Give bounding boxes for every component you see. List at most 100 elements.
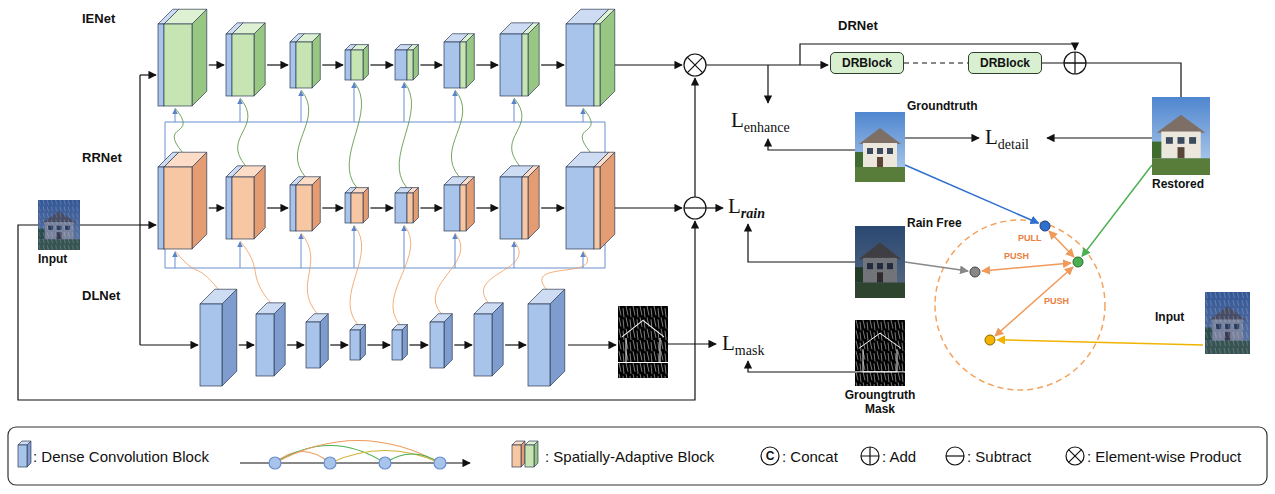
block-front [392, 330, 402, 360]
loss-term: Lmask [722, 331, 764, 356]
wire [905, 137, 979, 138]
wire [322, 207, 343, 208]
legend-text: : Concat [782, 448, 838, 465]
block-front [500, 177, 522, 239]
loss-term: Ldetail [985, 125, 1029, 150]
embedding-dot [1073, 257, 1083, 267]
legend-text: : Spatially-Adaptive Block [545, 448, 714, 465]
image-panel: Rain Free [855, 226, 905, 298]
mapping-arrow [997, 340, 1203, 345]
block-side [192, 152, 207, 249]
wire [409, 344, 428, 345]
conv-block [500, 166, 533, 239]
contrast-arrows [982, 231, 1074, 336]
product-symbol [687, 57, 703, 73]
block-side [320, 314, 328, 368]
block-side [521, 441, 525, 467]
skip-curve [542, 251, 588, 289]
dense-icon [275, 452, 330, 464]
block-side [27, 441, 31, 467]
restored-image [1152, 97, 1210, 175]
image-caption: Rain Free [907, 216, 957, 230]
wire [748, 361, 855, 372]
block-front [460, 42, 466, 88]
wire [18, 221, 695, 400]
concat-symbol [761, 447, 779, 465]
block-front [566, 167, 594, 249]
block-front [164, 24, 192, 106]
conv-block [407, 188, 418, 223]
conv-block [296, 34, 320, 88]
wire [514, 99, 515, 122]
block-side [363, 188, 368, 223]
block-top [528, 289, 565, 304]
image-panel: Input [1205, 292, 1250, 354]
block-front [444, 185, 460, 231]
block-front [232, 177, 254, 239]
block-front [522, 34, 528, 96]
block-front [512, 445, 521, 467]
wire [209, 207, 224, 208]
groundtruth-image [855, 112, 905, 182]
block-side [413, 45, 418, 80]
block-front [290, 185, 296, 231]
block-top [164, 152, 207, 167]
wire [322, 64, 343, 65]
block-side [192, 9, 207, 106]
network-name: IENet [82, 11, 115, 26]
loss-subscript: enhance [744, 120, 790, 135]
network-name: DLNet [82, 288, 120, 303]
block-front [594, 24, 600, 106]
process-box: DRBlock [830, 52, 904, 74]
block-front [18, 445, 27, 467]
wire [240, 242, 241, 268]
conv-block [594, 152, 615, 249]
conv-block [474, 303, 503, 376]
block-side [413, 188, 418, 223]
block-side [312, 34, 320, 88]
mapping-arrow [1082, 165, 1152, 256]
wire [301, 234, 302, 268]
wire [354, 226, 355, 268]
image-caption: Restored [1152, 177, 1210, 191]
block-side [492, 303, 503, 376]
block-front [407, 193, 413, 223]
conv-block [460, 177, 474, 231]
block-top [430, 314, 452, 322]
wire [514, 242, 515, 268]
block-side [407, 188, 412, 223]
loss-symbol: L [731, 108, 744, 132]
box-label: DRBlock [842, 56, 892, 70]
block-front [395, 193, 407, 223]
wire [455, 234, 456, 268]
conv-block [306, 314, 328, 368]
operators [684, 52, 1086, 219]
wire [287, 344, 304, 345]
block-side [312, 177, 320, 231]
wire [370, 207, 393, 208]
skip-curve [451, 90, 462, 177]
conv-block [395, 188, 412, 223]
block-front [528, 304, 550, 386]
wire [140, 224, 156, 225]
block-side [360, 325, 365, 360]
wire [404, 226, 405, 268]
block-top [512, 441, 525, 445]
block-front [594, 167, 600, 249]
loss-symbol: L [728, 194, 741, 218]
block-side [402, 325, 407, 360]
block-top [306, 314, 328, 322]
embedding-dot [985, 335, 995, 345]
wire [240, 99, 241, 122]
block-side [600, 9, 615, 106]
pull-label: PULL [1018, 233, 1042, 243]
loss-term: Lrain [728, 194, 765, 219]
product-symbol [1069, 450, 1082, 463]
block-front [407, 50, 413, 80]
block-front [296, 42, 312, 88]
wire [615, 64, 682, 65]
wire [748, 224, 855, 262]
skip-curve [240, 241, 271, 303]
